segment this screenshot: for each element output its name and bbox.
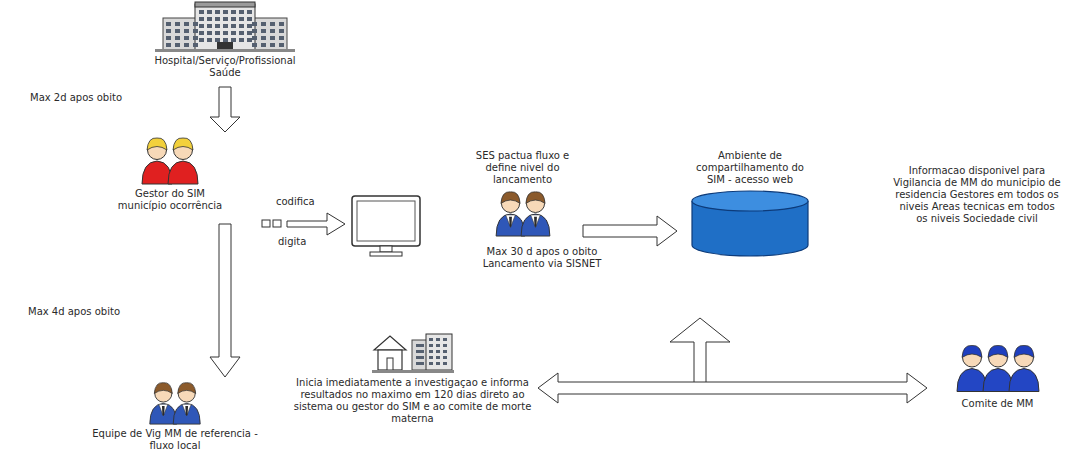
triple-arrow-up-head (670, 318, 730, 392)
block-arrow (210, 87, 240, 132)
edge-label: Max 4d apos obito (28, 306, 158, 318)
flow-node: Inicia imediatamente a investigaçao e in… (290, 330, 535, 451)
node-icon (372, 330, 454, 374)
block-arrow (583, 216, 677, 246)
coding-arrow (287, 213, 345, 235)
edge-label: Max 2d apos obito (30, 92, 160, 104)
flow-node: Equipe de Vig MM de referencia - fluxo l… (90, 380, 260, 451)
node-icon (137, 135, 203, 185)
node-text: Inicia imediatamente a investigaçao e in… (293, 377, 533, 425)
note-label: digita (278, 236, 338, 248)
node-icon (155, 0, 295, 52)
node-text: Comite de MM (933, 398, 1063, 410)
node-text: SES pactua fluxo e define nivel do lanca… (467, 150, 579, 186)
node-text: Gestor do SIM município ocorrência (110, 188, 230, 212)
flow-node: Ambiente de compartilhamento do SIM - ac… (680, 150, 820, 270)
edge-label: Max 30 d apos o obito Lancamento via SIS… (478, 246, 606, 270)
node-text: Hospital/Serviço/Profissional Saúde (140, 55, 310, 79)
record-square (262, 220, 270, 227)
node-icon (145, 380, 205, 425)
record-square (273, 220, 281, 227)
node-text: Equipe de Vig MM de referencia - fluxo l… (90, 428, 260, 451)
block-arrow (538, 373, 927, 403)
flow-node: Comite de MM (930, 340, 1065, 420)
block-arrow (210, 224, 240, 377)
node-icon (490, 189, 556, 237)
computer-symbol (352, 196, 420, 256)
note-label: codifica (276, 196, 336, 208)
note-label: Informacao disponivel para Vigilancia de… (893, 165, 1061, 225)
edge-layer (210, 87, 927, 403)
node-icon (952, 340, 1044, 395)
node-text: Ambiente de compartilhamento do SIM - ac… (691, 150, 809, 186)
flow-node: Hospital/Serviço/Profissional Saúde (140, 0, 310, 84)
flow-node: Gestor do SIM município ocorrência (100, 135, 240, 221)
decor-layer (262, 196, 730, 392)
flow-node: SES pactua fluxo e define nivel do lanca… (465, 150, 580, 237)
node-icon (688, 189, 812, 259)
